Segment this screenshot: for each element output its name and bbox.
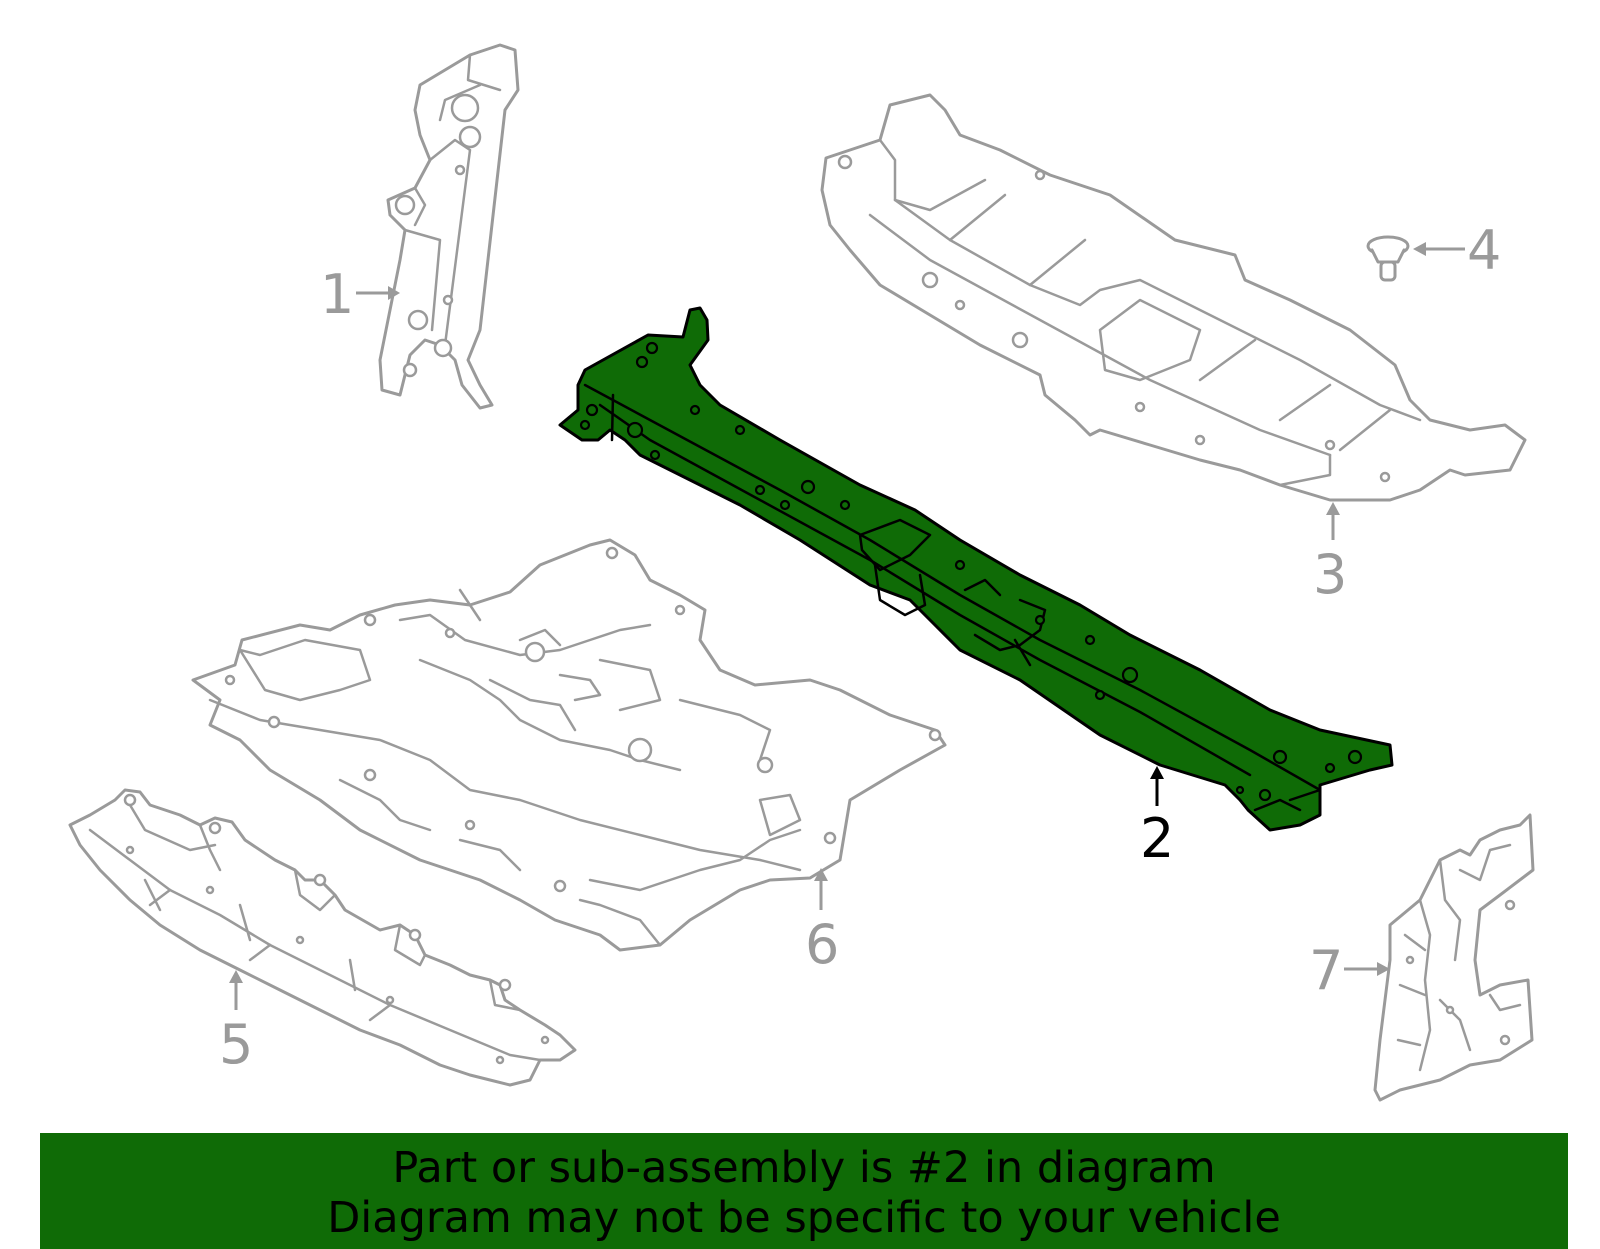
part-4-clip: [1366, 235, 1410, 282]
callout-7-number: 7: [1309, 939, 1343, 1002]
part-6-engine-undercover: [191, 538, 947, 952]
callout-2: 2: [1140, 766, 1174, 870]
callout-4-number: 4: [1467, 219, 1501, 282]
callout-6-number: 6: [805, 913, 839, 976]
part-5-lower-deflector: [68, 788, 577, 1087]
callout-7: 7: [1309, 939, 1390, 1002]
banner-line-1: Part or sub-assembly is #2 in diagram: [392, 1143, 1216, 1193]
callout-2-number: 2: [1140, 807, 1174, 870]
callout-4: 4: [1413, 219, 1501, 282]
callout-1: 1: [320, 263, 400, 326]
callout-6: 6: [805, 868, 839, 976]
banner-line-2: Diagram may not be specific to your vehi…: [327, 1193, 1281, 1243]
callout-5-number: 5: [219, 1013, 253, 1076]
callout-5: 5: [219, 970, 253, 1076]
part-7-side-guide: [1373, 813, 1535, 1102]
callout-1-number: 1: [320, 263, 354, 326]
part-1-bracket: [378, 43, 520, 410]
part-3-upper-cover: [820, 93, 1527, 502]
part-2-crossmember: [558, 306, 1394, 832]
callout-3: 3: [1313, 502, 1347, 606]
callout-3-number: 3: [1313, 543, 1347, 606]
info-banner: Part or sub-assembly is #2 in diagram Di…: [40, 1133, 1568, 1249]
